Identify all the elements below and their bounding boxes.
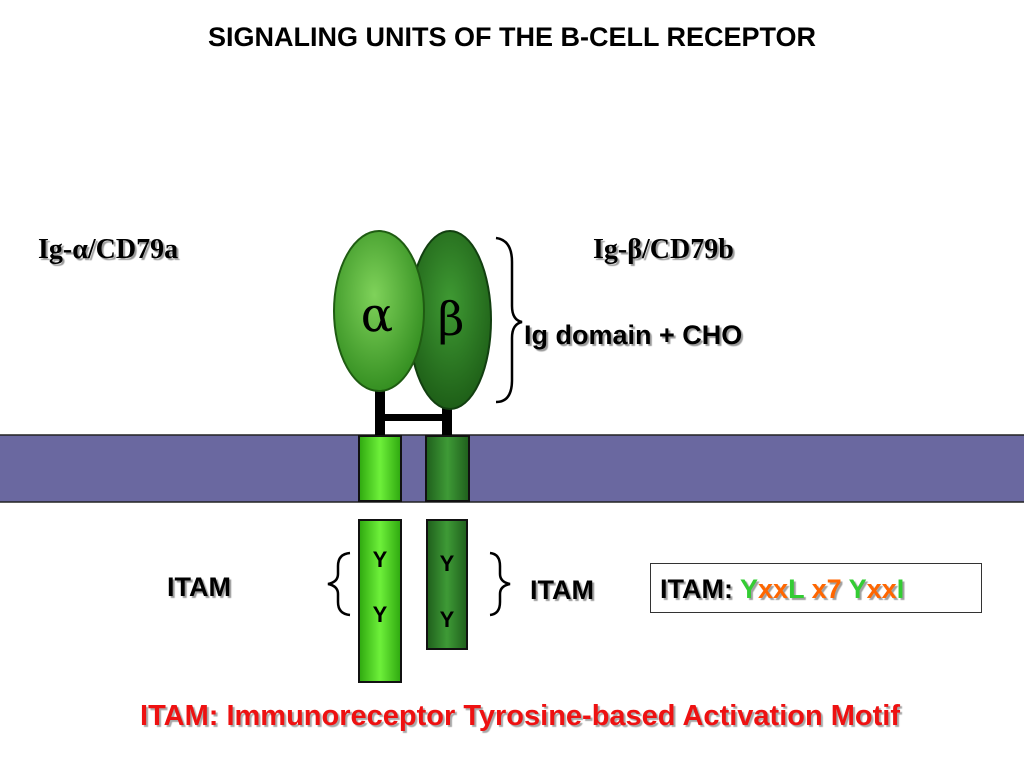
alpha-symbol: α [361, 287, 393, 343]
itam-motif-box: ITAM: YxxL x7 YxxI [650, 563, 982, 613]
alpha-cytoplasmic-tail [358, 519, 402, 683]
alpha-transmembrane [358, 435, 402, 502]
diagram-title: SIGNALING UNITS OF THE B-CELL RECEPTOR [207, 22, 817, 52]
alpha-tyrosine-2: Y [373, 602, 388, 627]
beta-symbol: β [438, 292, 465, 346]
beta-transmembrane [425, 435, 470, 502]
alpha-ig-domain [333, 230, 425, 392]
ig-beta-label: Ig-β/CD79b [593, 234, 734, 265]
beta-cytoplasmic-tail [426, 519, 468, 650]
motif-part: xx [758, 574, 789, 604]
itam-right-brace [489, 551, 511, 617]
motif-part: Y [740, 574, 759, 604]
itam-right-label: ITAM [530, 575, 594, 605]
alpha-tyrosine-1: Y [373, 547, 388, 572]
motif-part: L [788, 574, 805, 604]
beta-tyrosine-2: Y [440, 607, 455, 632]
itam-left-label: ITAM [167, 572, 231, 602]
itam-definition: ITAM: Immunoreceptor Tyrosine-based Acti… [140, 700, 900, 732]
itam-left-brace [327, 551, 351, 617]
ig-alpha-label: Ig-α/CD79a [38, 234, 179, 265]
cell-membrane [0, 434, 1024, 503]
ig-domain-brace [495, 236, 523, 404]
motif-part: Y [848, 574, 867, 604]
ig-domain-label: Ig domain + CHO [524, 320, 743, 350]
motif-part: xx [866, 574, 897, 604]
motif-prefix: ITAM: [660, 574, 733, 604]
disulfide-bridge [380, 414, 447, 421]
motif-part: x7 [804, 574, 849, 604]
alpha-stalk [375, 389, 385, 437]
beta-tyrosine-1: Y [440, 551, 455, 576]
motif-part: I [896, 574, 905, 604]
